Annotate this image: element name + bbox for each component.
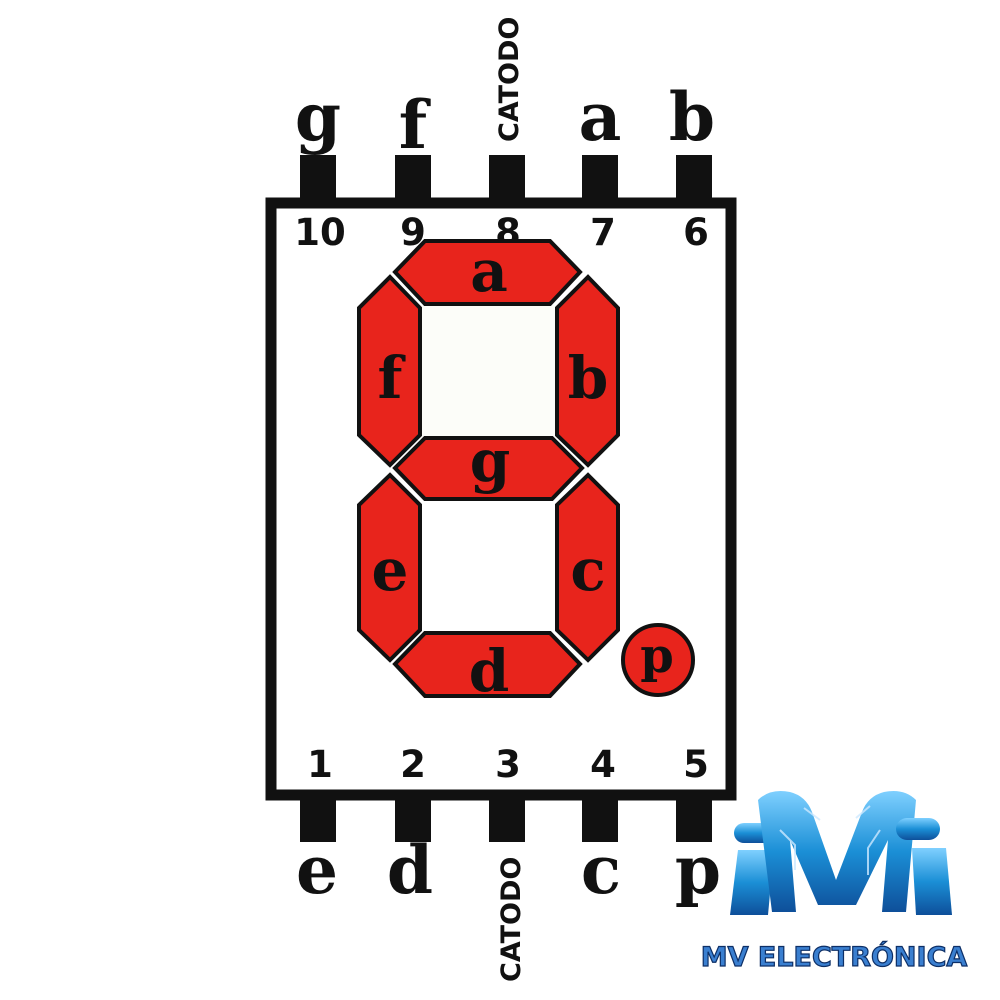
pin-10-lead [300, 155, 336, 199]
top-pin-7-label: a [579, 78, 622, 156]
bottom-pin-number-5: 5 [683, 743, 709, 786]
bottom-pin-number-2: 2 [400, 743, 426, 786]
logo-text: MV ELECTRÓNICA [701, 941, 968, 973]
pin-9-lead [395, 155, 431, 199]
top-pin-9-label: f [399, 86, 431, 164]
bottom-pin-4-label: c [581, 831, 621, 909]
segment-a [392, 239, 583, 306]
logo-circuit-traces [779, 805, 881, 875]
top-pin-number-10: 10 [294, 211, 346, 254]
logo-m-shape [758, 791, 916, 912]
top-pin-6-label: b [669, 78, 715, 156]
bottom-pin-3-label: CATODO [496, 857, 527, 982]
logo-dot-right [896, 818, 940, 840]
bottom-pin-number-4: 4 [590, 743, 616, 786]
bottom-pin-2-label: d [387, 831, 433, 909]
bottom-pin-5-label: p [675, 831, 721, 909]
segment-dp [621, 623, 695, 697]
segment-f [357, 274, 422, 468]
digit-window-lower [420, 500, 557, 635]
segment-f-label: f [378, 344, 407, 412]
pin-2-lead [395, 800, 431, 842]
mv-electronica-logo: MV ELECTRÓNICA [700, 791, 968, 974]
bottom-pin-number-1: 1 [307, 743, 333, 786]
segment-d [392, 631, 583, 698]
logo-stroke-right [912, 848, 952, 915]
pin-7-lead [582, 155, 618, 199]
logo-stroke-left [730, 850, 774, 915]
segment-a-label: a [470, 237, 508, 305]
digit-window-upper [420, 305, 557, 440]
segment-dp-label: p [640, 628, 674, 684]
pin-8-lead [489, 155, 525, 199]
pin-4-lead [582, 800, 618, 842]
segment-g [392, 436, 585, 501]
pin-5-lead [676, 800, 712, 842]
segment-g-label: g [470, 427, 511, 495]
bottom-pin-1-label: e [296, 831, 338, 909]
bottom-pin-number-3: 3 [495, 743, 521, 786]
segment-b [555, 274, 620, 468]
top-pin-8-label: CATODO [494, 17, 525, 142]
segment-c-label: c [570, 536, 605, 604]
segment-e-label: e [372, 536, 409, 604]
segment-b-label: b [568, 344, 609, 412]
top-pin-number-7: 7 [590, 211, 616, 254]
segment-e [357, 472, 422, 663]
segment-c [555, 472, 620, 663]
segment-d-label: d [469, 637, 510, 705]
pin-1-lead [300, 800, 336, 842]
top-pin-number-6: 6 [683, 211, 709, 254]
top-pin-10-label: g [295, 78, 341, 156]
pin-3-lead [489, 800, 525, 842]
pin-6-lead [676, 155, 712, 199]
